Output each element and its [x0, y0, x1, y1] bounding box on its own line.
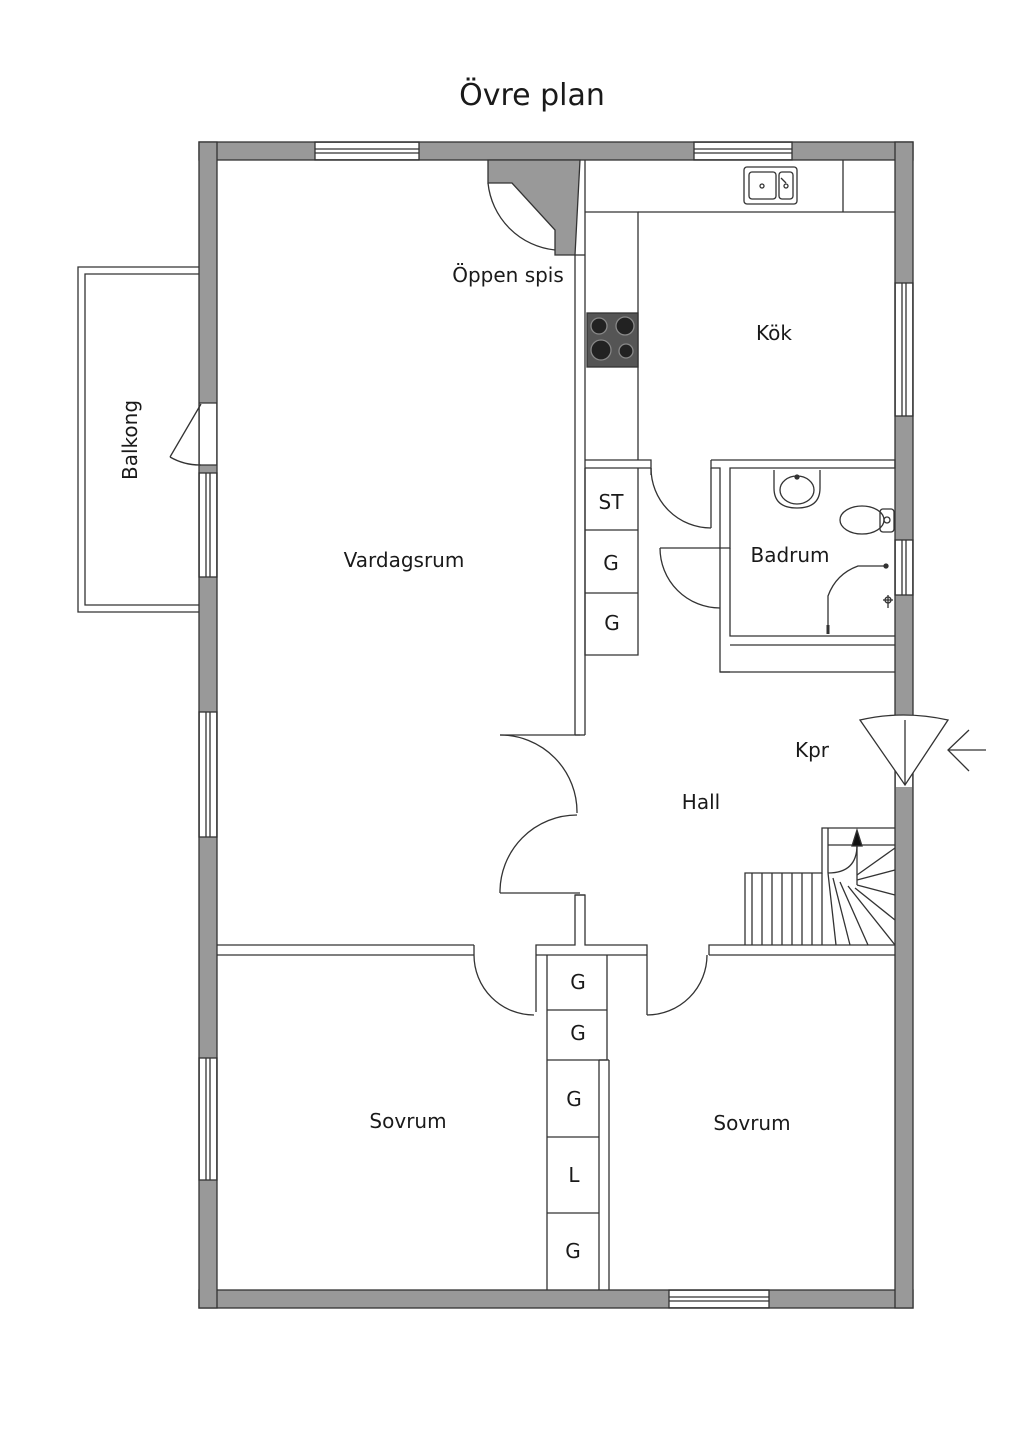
room-label-hall: Hall [682, 790, 720, 814]
room-label-bathroom: Badrum [750, 543, 829, 567]
room-label-living: Vardagsrum [344, 548, 465, 572]
room-label-bedroom-right: Sovrum [713, 1111, 790, 1135]
outer-walls [198, 141, 914, 1309]
closet-label-g2: G [604, 611, 620, 635]
stove-icon [586, 312, 639, 368]
closet-label-g1: G [603, 551, 619, 575]
closet-label-g5: G [566, 1087, 582, 1111]
windows [198, 141, 914, 1309]
room-labels: Öppen spis Kök Vardagsrum Badrum Kpr Hal… [118, 263, 830, 1263]
stair-icon [744, 827, 896, 946]
toilet-icon [839, 505, 895, 535]
closet-label-g3: G [570, 970, 586, 994]
interior-walls [217, 160, 896, 1290]
closet-label-g4: G [570, 1021, 586, 1045]
room-label-coat-closet: Kpr [795, 738, 830, 762]
closet-label-l: L [568, 1163, 580, 1187]
closet-label-st: ST [599, 490, 625, 514]
shower-icon [826, 563, 893, 634]
balcony [77, 266, 217, 613]
closet-label-g6: G [565, 1239, 581, 1263]
openings [200, 143, 912, 1307]
sink-icon [743, 166, 798, 205]
room-label-kitchen: Kök [756, 321, 792, 345]
entrance-arrow-icon [947, 729, 986, 772]
room-label-bedroom-left: Sovrum [369, 1109, 446, 1133]
entrance-door [858, 714, 950, 787]
page-title: Övre plan [459, 78, 605, 113]
washbasin-icon [773, 470, 821, 509]
room-label-fireplace: Öppen spis [452, 263, 564, 287]
room-label-balcony: Balkong [118, 400, 142, 480]
